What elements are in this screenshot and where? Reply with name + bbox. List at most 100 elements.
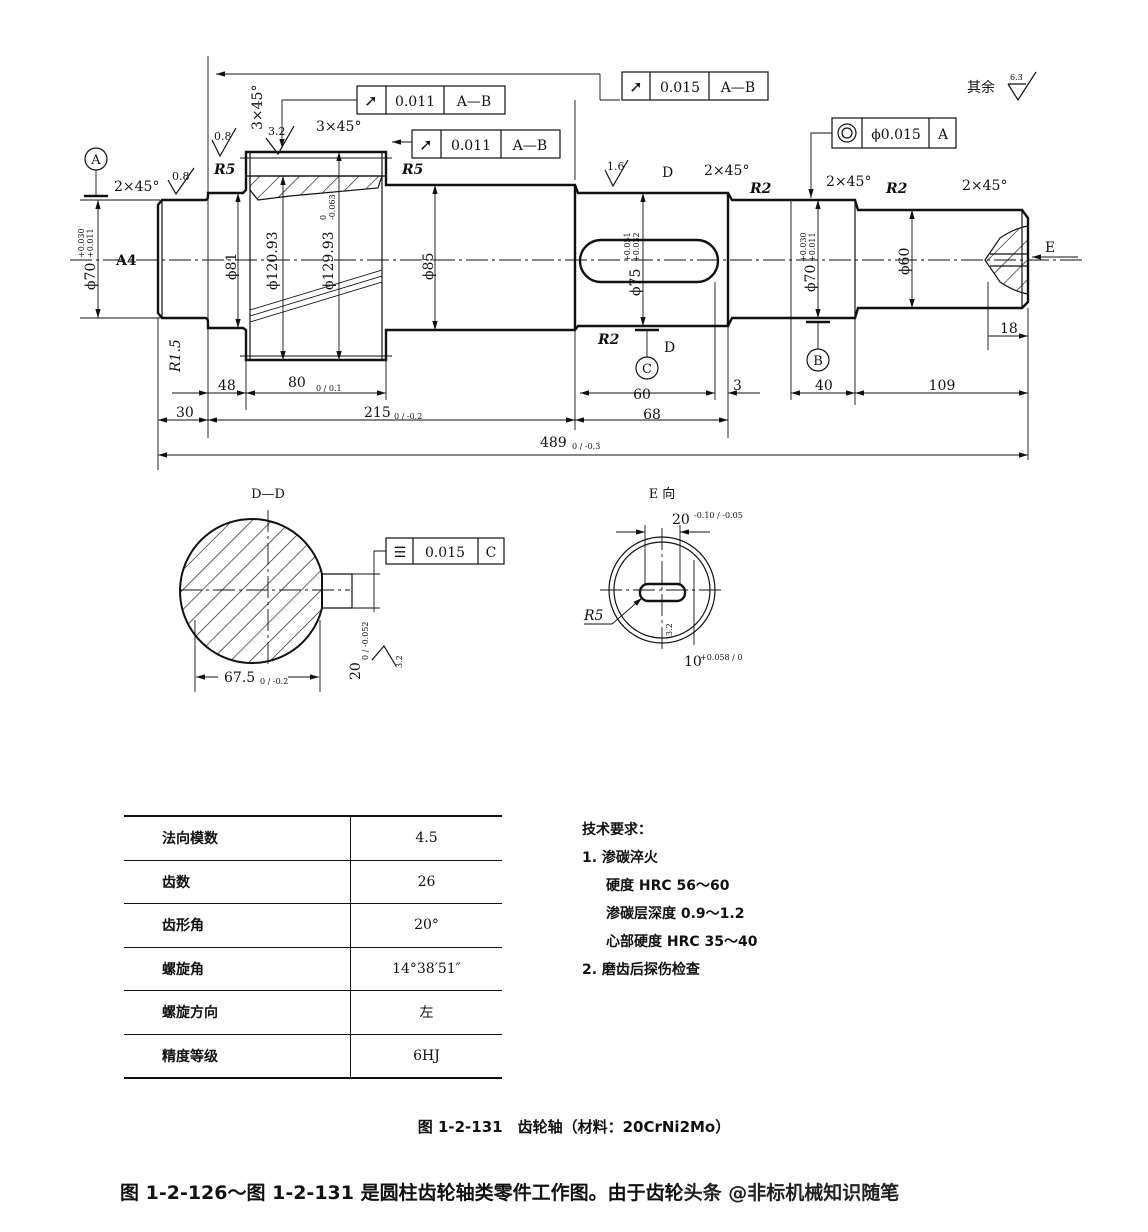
svg-text:0 / -0.2: 0 / -0.2 — [260, 677, 288, 686]
svg-text:ϕ75: ϕ75 — [628, 269, 644, 296]
svg-text:3×45°: 3×45° — [250, 85, 266, 130]
svg-text:E: E — [1045, 240, 1055, 256]
runout-icon: ➚ — [364, 91, 377, 110]
svg-text:-0.10 / -0.05: -0.10 / -0.05 — [694, 511, 743, 520]
datum-c: C — [635, 328, 659, 380]
svg-text:R5: R5 — [213, 162, 235, 178]
svg-text:10: 10 — [684, 654, 702, 670]
svg-text:D: D — [664, 340, 675, 356]
gear-section-hatch — [249, 175, 383, 201]
length-labels: 48 80 0 / 0.1 30 215 0 / -0.2 489 0 / -0… — [176, 321, 1018, 451]
param-name: 齿形角 — [124, 903, 351, 948]
runout-icon: ➚ — [419, 135, 432, 154]
svg-text:109: 109 — [929, 378, 956, 394]
body-paragraph: 图 1-2-126～图 1-2-131 是圆柱齿轮轴类零件工作图。由于齿轮头条 … — [120, 1178, 899, 1205]
requirement-item: 心部硬度 HRC 35～40 — [606, 934, 758, 950]
svg-text:A—B: A—B — [720, 80, 755, 96]
center-hole — [984, 225, 1029, 295]
requirement-item: 2. 磨齿后探伤检查 — [582, 962, 700, 978]
svg-text:+0.011: +0.011 — [86, 228, 95, 258]
datum-b: B — [806, 320, 830, 372]
svg-text:A: A — [90, 153, 101, 168]
svg-text:R1.5: R1.5 — [168, 339, 184, 373]
svg-text:2×45°: 2×45° — [826, 174, 871, 190]
runout-icon: ➚ — [629, 77, 642, 96]
svg-text:R5: R5 — [401, 162, 423, 178]
svg-text:+0.032: +0.032 — [632, 232, 641, 262]
svg-text:0.011: 0.011 — [451, 138, 491, 154]
svg-text:489: 489 — [540, 435, 567, 451]
svg-text:0.011: 0.011 — [395, 94, 435, 110]
svg-text:0 / -0.3: 0 / -0.3 — [572, 442, 600, 451]
svg-text:2×45°: 2×45° — [962, 178, 1007, 194]
svg-text:40: 40 — [815, 378, 833, 394]
param-name: 螺旋角 — [124, 947, 351, 991]
figure-caption: 图 1-2-131 齿轮轴（材料：20CrNi2Mo） — [417, 1118, 731, 1136]
svg-text:3.2: 3.2 — [395, 655, 404, 668]
tolerance-frame: ➚ 0.011 A—B — [392, 129, 561, 159]
requirement-item: 渗碳层深度 0.9～1.2 — [606, 906, 745, 922]
svg-text:0.015: 0.015 — [660, 80, 700, 96]
param-name: 齿数 — [124, 860, 351, 904]
svg-text:3.2: 3.2 — [268, 125, 286, 138]
requirements-title: 技术要求： — [582, 822, 652, 838]
svg-text:R5: R5 — [583, 608, 604, 624]
svg-text:0 / 0.1: 0 / 0.1 — [316, 384, 342, 393]
svg-text:+0.058 / 0: +0.058 / 0 — [700, 653, 742, 662]
svg-text:ϕ81: ϕ81 — [224, 253, 240, 280]
svg-text:1.6: 1.6 — [607, 160, 625, 173]
tolerance-frame: ϕ0.015 A — [808, 117, 957, 198]
svg-text:A4: A4 — [115, 253, 137, 269]
svg-text:48: 48 — [218, 378, 236, 394]
svg-text:20: 20 — [348, 662, 364, 680]
svg-text:C: C — [642, 362, 652, 377]
svg-text:其余: 其余 — [967, 79, 995, 96]
annotation-labels: 2×45° 3×45° 3×45° R5 R5 R1.5 A4 R2 R2 R2… — [114, 85, 1055, 373]
svg-text:3.2: 3.2 — [665, 623, 674, 636]
svg-text:+0.030: +0.030 — [799, 232, 808, 262]
svg-text:20: 20 — [672, 512, 690, 528]
svg-text:A—B: A—B — [456, 94, 491, 110]
param-value: 14°38′51″ — [350, 947, 502, 991]
svg-text:18: 18 — [1000, 321, 1018, 337]
svg-text:-0.063: -0.063 — [328, 194, 337, 220]
svg-text:0 / -0.052: 0 / -0.052 — [361, 622, 370, 660]
svg-text:E 向: E 向 — [649, 486, 676, 502]
param-value: 4.5 — [350, 816, 502, 861]
param-value: 26 — [350, 860, 502, 904]
concentricity-icon — [837, 123, 857, 143]
svg-text:ϕ85: ϕ85 — [421, 253, 437, 280]
diameter-labels: ϕ70 +0.030 +0.011 ϕ81 ϕ120.93 ϕ129.93 0 … — [77, 194, 913, 296]
watermark: 头条 @非标机械知识随笔 — [683, 1182, 900, 1204]
dimension-lines — [80, 56, 1078, 470]
svg-text:30: 30 — [176, 405, 194, 421]
svg-text:D: D — [662, 165, 673, 181]
svg-text:0.8: 0.8 — [172, 170, 190, 183]
section-d-d: D—D 67.5 0 / -0.2 20 0 / -0.052 3.2 — [179, 487, 404, 692]
roughness-rest: 其余 6.3 — [967, 71, 1037, 102]
requirement-item: 1. 渗碳淬火 — [582, 850, 658, 866]
svg-text:3×45°: 3×45° — [316, 119, 361, 135]
svg-text:+0.051: +0.051 — [623, 232, 632, 262]
svg-text:2×45°: 2×45° — [704, 163, 749, 179]
svg-text:+0.030: +0.030 — [77, 228, 86, 258]
datum-a: A — [84, 147, 108, 198]
svg-text:D—D: D—D — [251, 487, 285, 502]
param-name: 精度等级 — [124, 1034, 351, 1079]
svg-text:0.015: 0.015 — [425, 545, 465, 561]
svg-text:R2: R2 — [885, 181, 908, 197]
svg-text:80: 80 — [288, 375, 306, 391]
roughness-symbols: 0.8 0.8 3.2 1.6 — [167, 125, 629, 196]
param-value: 左 — [350, 990, 502, 1035]
svg-text:A: A — [937, 127, 949, 143]
svg-text:68: 68 — [643, 407, 661, 423]
tolerance-frame: ➚ 0.011 A—B — [279, 85, 506, 148]
param-value: 6HJ — [350, 1034, 502, 1079]
svg-text:ϕ70: ϕ70 — [803, 265, 819, 292]
svg-text:6.3: 6.3 — [1010, 73, 1023, 82]
